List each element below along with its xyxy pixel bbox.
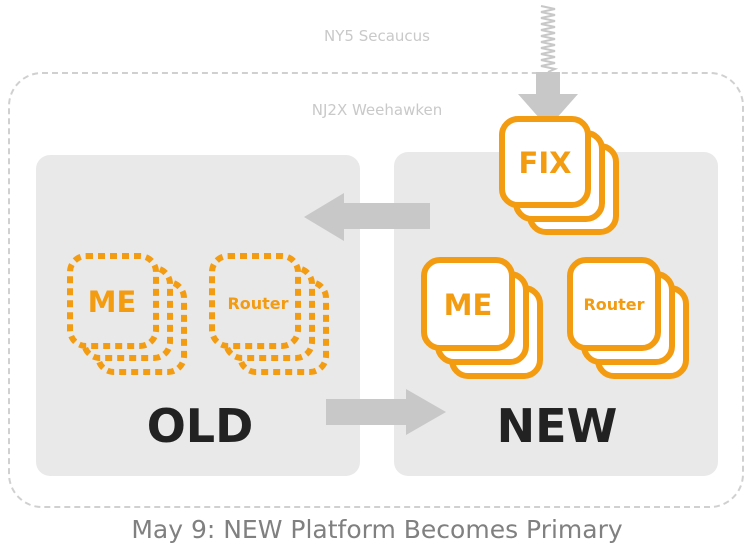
- old-router-stack: [209, 253, 329, 375]
- arrow-left-icon: [304, 193, 430, 241]
- new-platform-label: NEW: [497, 399, 618, 453]
- old-router-label: Router: [227, 294, 288, 313]
- datacenter-label-nj2x: NJ2X Weehawken: [311, 101, 443, 119]
- new-me-label: ME: [444, 288, 493, 322]
- old-platform-label: OLD: [147, 399, 254, 453]
- diagram-caption: May 9: NEW Platform Becomes Primary: [131, 515, 623, 544]
- arrow-down-icon: [518, 72, 578, 128]
- fix-connection-spring: [540, 5, 559, 73]
- new-router-stack: [567, 257, 689, 379]
- new-router-label: Router: [583, 295, 644, 314]
- datacenter-boundary-nj2x: [8, 72, 744, 508]
- old-me-label: ME: [88, 285, 137, 319]
- arrow-right-icon: [326, 389, 446, 435]
- new-me-stack: [421, 257, 543, 379]
- fix-label: FIX: [519, 146, 572, 180]
- old-me-stack: [67, 253, 187, 375]
- fix-gateway-stack: [499, 116, 619, 235]
- datacenter-label-ny5: NY5 Secaucus: [324, 27, 430, 45]
